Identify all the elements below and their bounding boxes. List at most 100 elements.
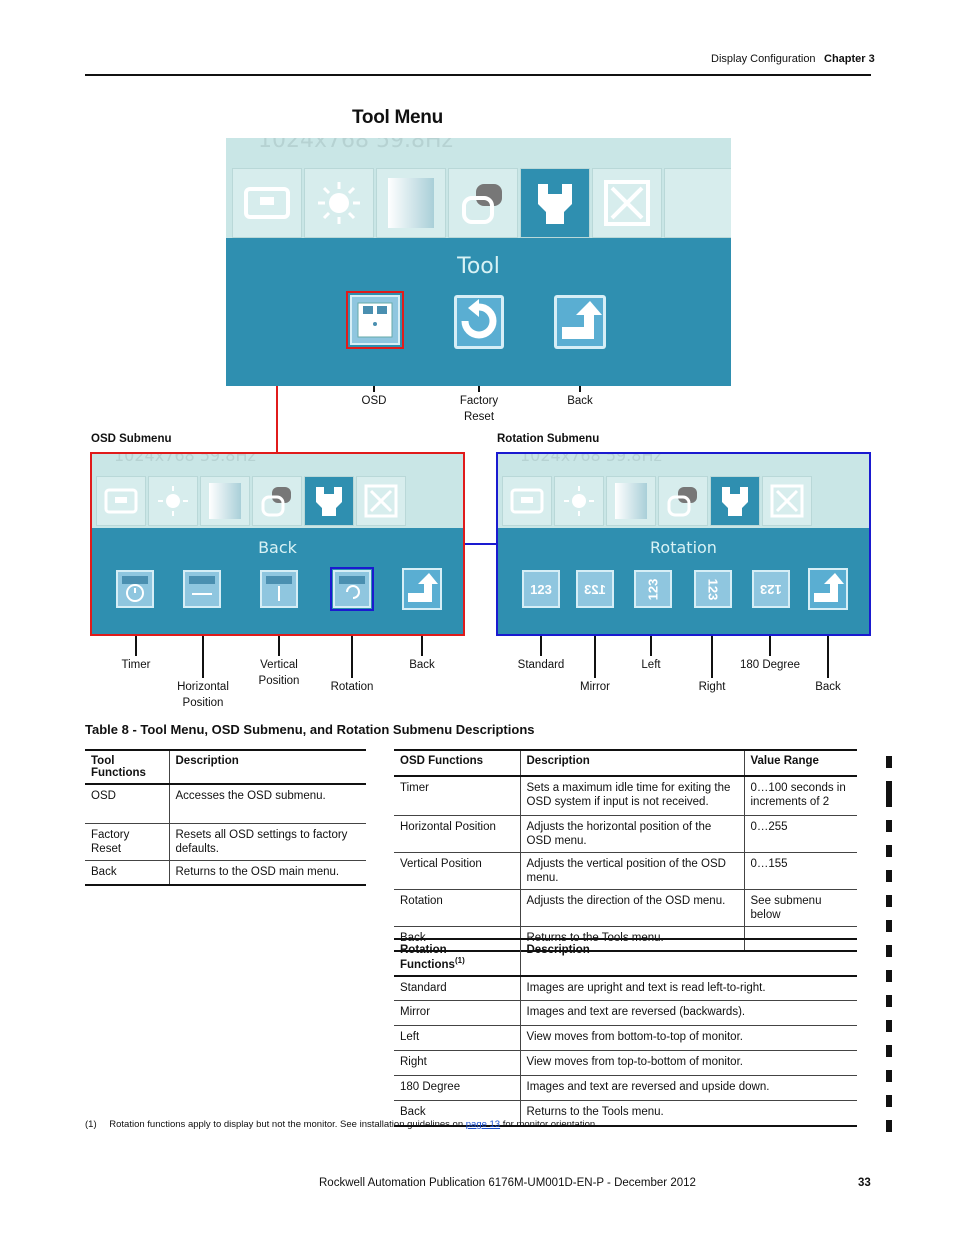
table-cell: Vertical Position [394, 852, 520, 890]
input-tab-icon[interactable] [232, 168, 302, 238]
table-cell: Back [394, 1100, 520, 1127]
rotate-180-icon[interactable]: 123 [752, 570, 790, 608]
table-cell: Horizontal Position [394, 815, 520, 853]
factory-reset-icon[interactable] [454, 295, 504, 349]
osd-settings-icon[interactable] [346, 291, 404, 349]
180-degree-label: 180 Degree [739, 659, 801, 671]
left-rotation-icon[interactable]: 123 [634, 570, 672, 608]
color-tab-icon[interactable] [448, 168, 518, 238]
page-number: 33 [858, 1177, 871, 1189]
horizontal-position-icon[interactable] [183, 570, 221, 608]
page-13-link[interactable]: page 13 [465, 1119, 501, 1130]
osd-submenu-screen: 1024x768 59.8Hz Back [90, 452, 465, 636]
contrast-tab-icon[interactable] [606, 476, 656, 526]
change-bar [886, 1120, 892, 1132]
mirror-rotation-icon[interactable]: 123 [576, 570, 614, 608]
tool-tab-wrench-icon[interactable] [520, 168, 590, 238]
vertical-position-icon[interactable] [260, 570, 298, 608]
right-rotation-icon[interactable]: 123 [694, 570, 732, 608]
factory-reset-label: Factory Reset [459, 395, 499, 423]
exit-tab-close-icon[interactable] [762, 476, 812, 526]
osd-back-label: Back [409, 659, 435, 671]
footnote-text-after: for monitor orientation. [500, 1119, 598, 1130]
timer-icon[interactable] [116, 570, 154, 608]
osd-functions-table: OSD Functions Description Value Range Ti… [394, 749, 857, 952]
tool-tab-wrench-icon[interactable] [304, 476, 354, 526]
tool-menu-screen: 1024x768 59.8Hz Tool [226, 138, 731, 386]
table-cell: 180 Degree [394, 1075, 520, 1102]
rotation-submenu-screen: 1024x768 59.8Hz Rotation 123 123 123 123… [496, 452, 871, 636]
mirror-label: Mirror [579, 681, 611, 693]
change-bar [886, 845, 892, 857]
header-chapter: Chapter 3 [824, 53, 875, 65]
standard-rotation-icon[interactable]: 123 [522, 570, 560, 608]
change-bar [886, 920, 892, 932]
right-label: Right [698, 681, 726, 693]
osd-submenu-panel: Back [92, 528, 463, 634]
footnote-text-before: Rotation functions apply to display but … [109, 1119, 466, 1130]
rotation-submenu-panel: Rotation 123 123 123 123 123 [498, 528, 869, 634]
column-header: OSD Functions [394, 749, 520, 777]
contrast-tab-icon[interactable] [200, 476, 250, 526]
back-arrow-icon[interactable] [402, 568, 442, 610]
input-tab-icon[interactable] [96, 476, 146, 526]
table-cell: Adjusts the direction of the OSD menu. [519, 889, 744, 927]
table-cell: See submenu below [743, 889, 857, 927]
table-cell: Back [85, 860, 169, 886]
exit-tab-close-icon[interactable] [592, 168, 662, 238]
brightness-tab-icon[interactable] [554, 476, 604, 526]
table-cell: Adjusts the vertical position of the OSD… [519, 852, 744, 890]
page-title: Tool Menu [352, 107, 443, 128]
change-bar [886, 895, 892, 907]
table-cell: Images and text are reversed (backwards)… [519, 1000, 857, 1027]
table-caption: Table 8 - Tool Menu, OSD Submenu, and Ro… [85, 722, 535, 737]
color-tab-icon[interactable] [252, 476, 302, 526]
contrast-tab-icon[interactable] [376, 168, 446, 238]
footnote-ref: (1) [454, 956, 465, 965]
empty-tab [664, 168, 731, 238]
change-bar [886, 820, 892, 832]
tool-tab-wrench-icon[interactable] [710, 476, 760, 526]
resolution-text: 1024x768 59.8Hz [258, 138, 454, 153]
change-bar [886, 995, 892, 1007]
column-header: Description [519, 938, 857, 977]
table-cell: 0…100 seconds in increments of 2 [743, 776, 857, 816]
rotation-functions-table: Rotation Functions(1) Description Standa… [394, 938, 857, 1127]
rotation-submenu-heading: Rotation Submenu [497, 433, 600, 445]
table-cell: Returns to the Tools menu. [519, 1100, 857, 1127]
change-bar [886, 1020, 892, 1032]
color-tab-icon[interactable] [658, 476, 708, 526]
brightness-tab-icon[interactable] [304, 168, 374, 238]
input-tab-icon[interactable] [502, 476, 552, 526]
back-arrow-icon[interactable] [808, 568, 848, 610]
exit-tab-close-icon[interactable] [356, 476, 406, 526]
back-arrow-icon[interactable] [554, 295, 606, 349]
column-header: Tool Functions [85, 749, 169, 785]
column-header: Rotation Functions(1) [394, 938, 520, 977]
vertical-position-label: Vertical Position [258, 659, 300, 687]
tool-menu-tabs [232, 168, 731, 238]
table-cell: Sets a maximum idle time for exiting the… [519, 776, 744, 816]
change-bar [886, 945, 892, 957]
brightness-tab-icon[interactable] [148, 476, 198, 526]
rotation-functions-header: Rotation Functions [400, 944, 455, 971]
table-cell: View moves from bottom-to-top of monitor… [519, 1025, 857, 1052]
rotation-icon[interactable] [330, 567, 374, 611]
rotation-label: Rotation [330, 681, 374, 693]
change-bar [886, 870, 892, 882]
table-cell: Mirror [394, 1000, 520, 1027]
table-cell: Adjusts the horizontal position of the O… [519, 815, 744, 853]
header-rule [85, 74, 871, 76]
horizontal-position-label: Horizontal Position [177, 681, 229, 709]
change-bar [886, 1095, 892, 1107]
header-section: Display Configuration [711, 53, 816, 65]
